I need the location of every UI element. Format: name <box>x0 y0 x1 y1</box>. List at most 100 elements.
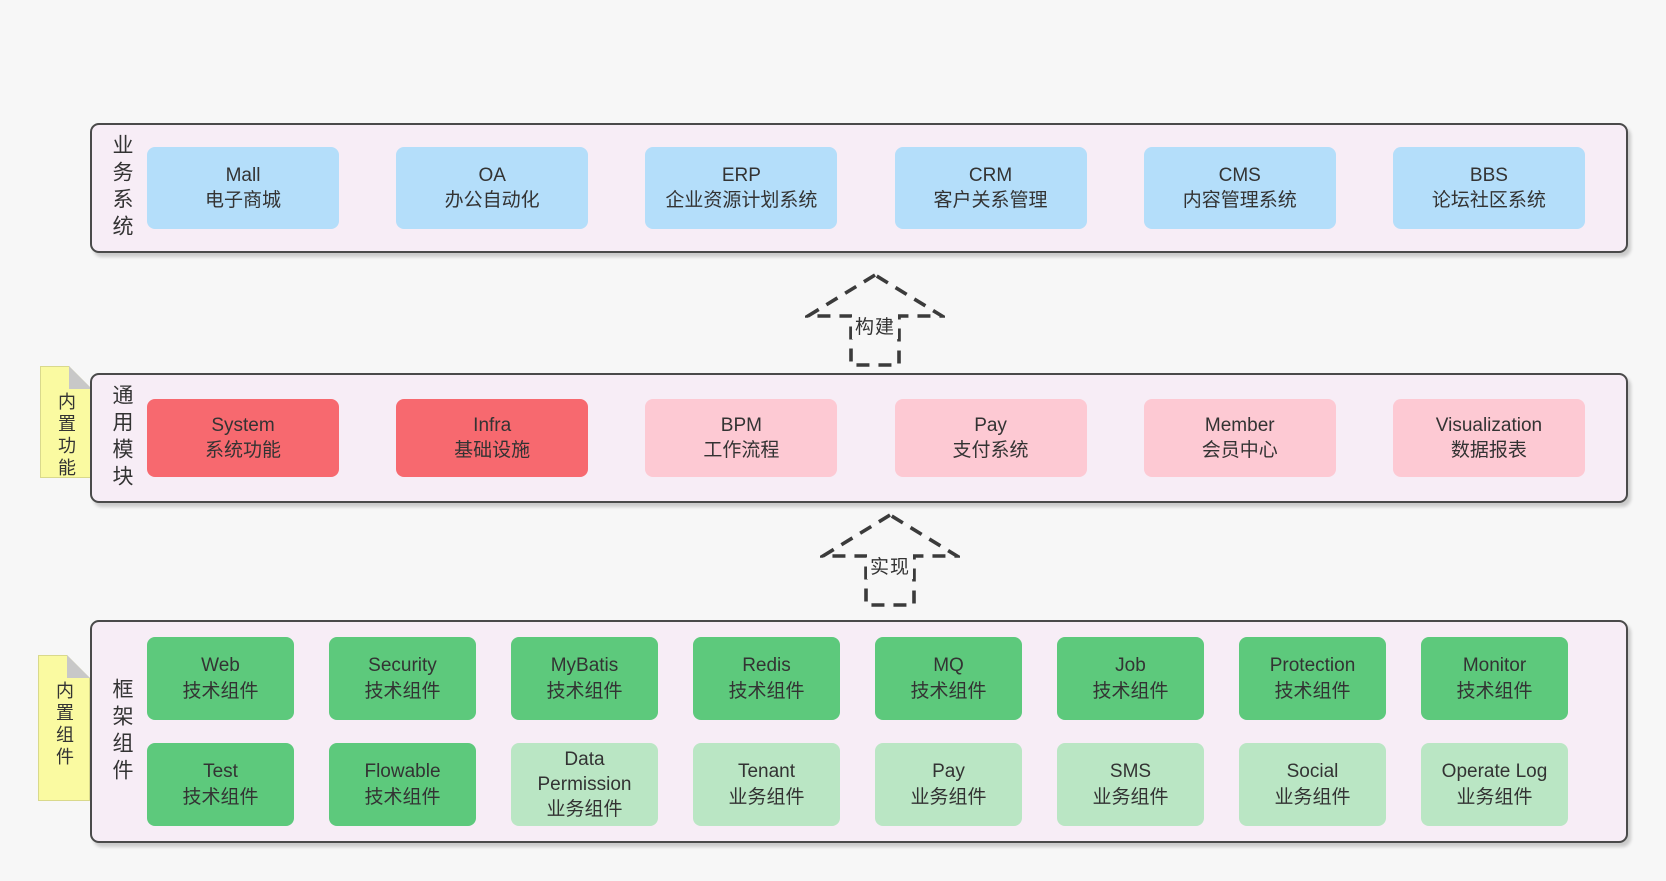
component-box: CRM 客户关系管理 <box>894 147 1087 229</box>
component-box: Operate Log 业务组件 <box>1421 743 1568 826</box>
component-name: Job <box>1115 655 1146 677</box>
arrow-label: 构建 <box>851 312 899 339</box>
folded-corner-icon <box>69 366 92 389</box>
sticky-paper <box>38 655 90 801</box>
component-subtitle: 基础设施 <box>454 440 531 461</box>
component-name: SMS <box>1109 761 1152 783</box>
up-arrow-build: 构建 <box>805 272 945 368</box>
component-box: Infra 基础设施 <box>396 399 589 477</box>
component-box: MQ 技术组件 <box>875 637 1022 720</box>
component-name: Visualization <box>1435 414 1543 436</box>
component-name: Security <box>368 655 437 677</box>
component-subtitle: 技术组件 <box>364 680 441 702</box>
component-box: Monitor 技术组件 <box>1421 637 1568 720</box>
component-name: OA <box>478 164 506 186</box>
component-subtitle: 业务组件 <box>728 786 805 808</box>
component-name: Operate Log <box>1441 761 1548 783</box>
component-subtitle: 技术组件 <box>1456 680 1533 702</box>
arrow-label: 实现 <box>866 552 914 579</box>
sticky-note-built-in-features: 内置功能 <box>40 366 92 480</box>
component-name: System <box>211 414 275 436</box>
component-name: CMS <box>1218 164 1261 186</box>
component-subtitle: 技术组件 <box>1092 680 1169 702</box>
component-subtitle: 技术组件 <box>182 786 259 808</box>
component-subtitle: 论坛社区系统 <box>1431 190 1546 211</box>
component-subtitle: 业务组件 <box>910 786 987 808</box>
layer-label: 框架组件 <box>110 677 133 786</box>
component-subtitle: 数据报表 <box>1450 440 1527 461</box>
component-name: MQ <box>933 655 964 677</box>
component-name: Monitor <box>1462 655 1527 677</box>
component-name: BBS <box>1469 164 1508 186</box>
sticky-note-label: 内置功能 <box>56 392 76 480</box>
component-box: Flowable 技术组件 <box>329 743 476 826</box>
layer-common-modules: 通用模块 System 系统功能 Infra 基础设施 BPM 工作流程 Pay 支付系统 Me… <box>90 373 1628 503</box>
component-box: BPM 工作流程 <box>645 399 838 477</box>
component-subtitle: 工作流程 <box>703 440 780 461</box>
component-name: Protection <box>1269 655 1356 677</box>
component-box: SMS 业务组件 <box>1057 743 1204 826</box>
component-name: Flowable <box>364 761 441 783</box>
component-box: Visualization 数据报表 <box>1392 399 1585 477</box>
component-name: Member <box>1204 414 1275 436</box>
component-name: Mall <box>225 164 261 186</box>
component-name: Infra <box>473 414 512 436</box>
component-box: Social 业务组件 <box>1239 743 1386 826</box>
component-box: Protection 技术组件 <box>1239 637 1386 720</box>
component-subtitle: 客户关系管理 <box>933 190 1048 211</box>
component-subtitle: 技术组件 <box>546 680 623 702</box>
component-name: CRM <box>968 164 1013 186</box>
component-box: OA 办公自动化 <box>396 147 589 229</box>
component-box: CMS 内容管理系统 <box>1143 147 1336 229</box>
sticky-note-built-in-components: 内置组件 <box>38 655 90 801</box>
component-subtitle: 电子商城 <box>204 190 281 211</box>
component-name: Redis <box>742 655 791 677</box>
component-subtitle: 系统功能 <box>204 440 281 461</box>
layer-label: 业务系统 <box>110 134 133 242</box>
sticky-note-label: 内置组件 <box>54 681 74 769</box>
component-box: BBS 论坛社区系统 <box>1392 147 1585 229</box>
component-name: MyBatis <box>550 655 619 677</box>
component-subtitle: 业务组件 <box>1274 786 1351 808</box>
component-subtitle: 业务组件 <box>1092 786 1169 808</box>
component-box: MyBatis 技术组件 <box>511 637 658 720</box>
component-name: Pay <box>974 414 1007 436</box>
component-box: Web 技术组件 <box>147 637 294 720</box>
component-subtitle: 技术组件 <box>364 786 441 808</box>
folded-corner-icon <box>67 655 90 678</box>
component-name: Social <box>1286 761 1339 783</box>
component-subtitle: 业务组件 <box>1456 786 1533 808</box>
component-box: Mall 电子商城 <box>147 147 339 229</box>
component-box: Job 技术组件 <box>1057 637 1204 720</box>
up-arrow-implement: 实现 <box>820 512 960 608</box>
component-box: Member 会员中心 <box>1143 399 1336 477</box>
component-subtitle: 技术组件 <box>182 680 259 702</box>
component-subtitle: 支付系统 <box>952 440 1029 461</box>
component-box: Pay 支付系统 <box>894 399 1087 477</box>
component-subtitle: 会员中心 <box>1201 440 1278 461</box>
component-subtitle: 技术组件 <box>728 680 805 702</box>
component-subtitle: 办公自动化 <box>444 190 540 211</box>
component-box: Security 技术组件 <box>329 637 476 720</box>
component-name: Web <box>201 655 240 677</box>
component-subtitle: 技术组件 <box>1274 680 1351 702</box>
component-box: Redis 技术组件 <box>693 637 840 720</box>
layer-label: 通用模块 <box>110 384 133 492</box>
component-subtitle: 企业资源计划系统 <box>665 190 818 211</box>
component-subtitle: 内容管理系统 <box>1182 190 1297 211</box>
component-name: BPM <box>720 414 762 436</box>
component-name: Test <box>203 761 238 783</box>
component-subtitle: 技术组件 <box>910 680 987 702</box>
component-box: System 系统功能 <box>147 399 339 477</box>
component-name: Data Permission <box>537 748 632 795</box>
